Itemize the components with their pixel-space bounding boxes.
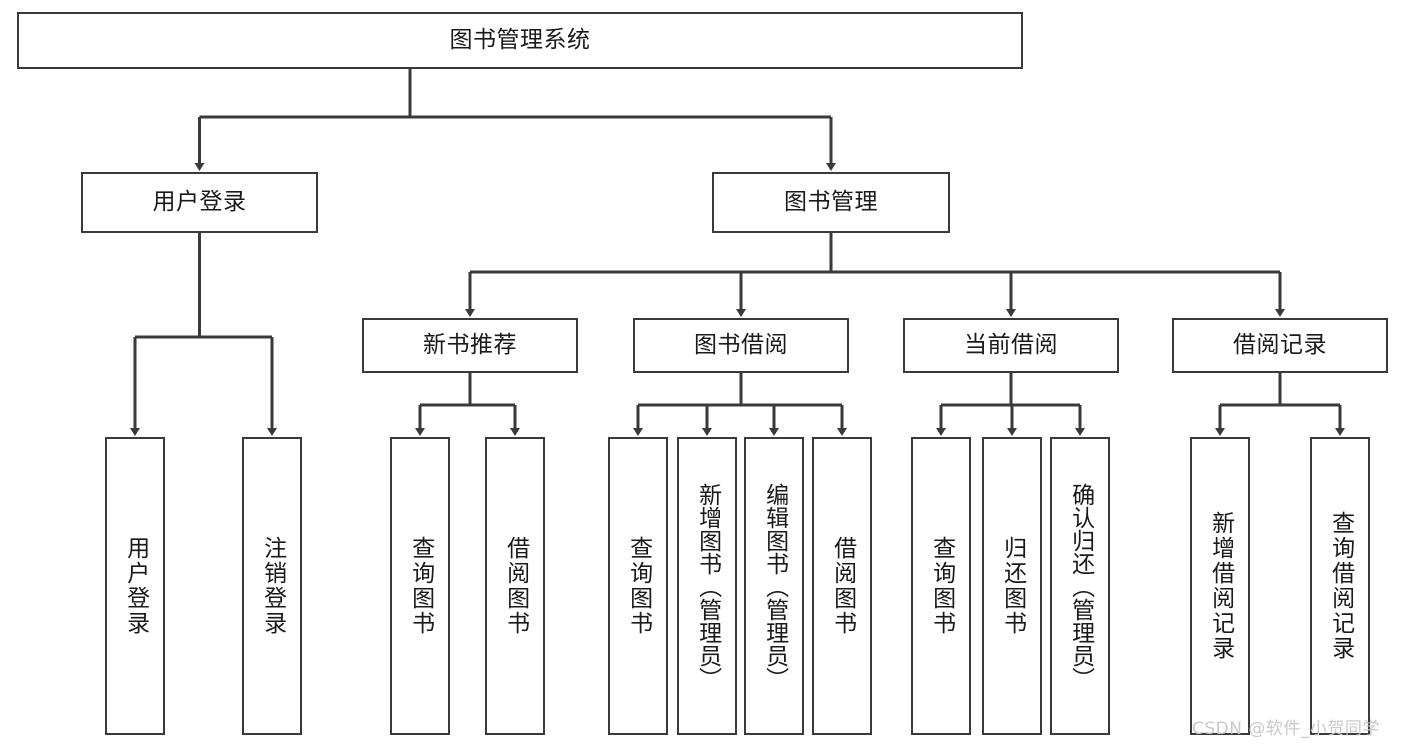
node-label: 当前借阅 <box>964 332 1058 359</box>
node-label: 借阅记录 <box>1233 332 1327 359</box>
node-label: 借阅图书 <box>829 536 856 636</box>
node-l2-current-borrow[interactable]: 当前借阅 <box>903 318 1119 373</box>
node-label: 归还图书 <box>999 536 1026 636</box>
node-l3-user-login[interactable]: 用户登录 <box>105 437 165 735</box>
node-l3-query-book-b[interactable]: 查询图书 <box>608 437 668 735</box>
node-l3-borrow-book-b[interactable]: 借阅图书 <box>812 437 872 735</box>
node-label: 借阅图书 <box>502 536 529 636</box>
node-label: 用户登录 <box>122 536 149 636</box>
node-label: 图书借阅 <box>694 332 788 359</box>
node-label: 查询借阅记录 <box>1327 511 1354 661</box>
node-l3-add-record[interactable]: 新增借阅记录 <box>1190 437 1250 735</box>
node-l2-book-borrow[interactable]: 图书借阅 <box>633 318 849 373</box>
node-label: 新增图书（管理员） <box>694 482 721 690</box>
node-l3-query-book-c[interactable]: 查询图书 <box>911 437 971 735</box>
node-label: 用户登录 <box>152 189 247 216</box>
node-l3-confirm-return[interactable]: 确认归还（管理员） <box>1050 437 1110 735</box>
node-label: 注销登录 <box>259 536 286 636</box>
node-label: 图书管理系统 <box>449 27 591 54</box>
node-label: 确认归还（管理员） <box>1067 482 1094 690</box>
node-l1-user-login[interactable]: 用户登录 <box>81 172 318 233</box>
node-label: 编辑图书（管理员） <box>761 482 788 690</box>
node-label: 查询图书 <box>625 536 652 636</box>
node-l2-borrow-record[interactable]: 借阅记录 <box>1172 318 1388 373</box>
node-label: 查询图书 <box>407 536 434 636</box>
node-label: 图书管理 <box>784 189 878 216</box>
node-l3-query-record[interactable]: 查询借阅记录 <box>1310 437 1370 735</box>
node-root[interactable]: 图书管理系统 <box>17 12 1023 69</box>
node-label: 新书推荐 <box>423 332 517 359</box>
node-label: 新增借阅记录 <box>1207 511 1234 661</box>
node-label: 查询图书 <box>928 536 955 636</box>
node-l3-query-book-a[interactable]: 查询图书 <box>390 437 450 735</box>
watermark: CSDN @软件_小贺同学 <box>1192 719 1380 739</box>
node-l3-edit-book[interactable]: 编辑图书（管理员） <box>744 437 804 735</box>
node-l1-book-manage[interactable]: 图书管理 <box>712 172 950 233</box>
node-l3-return-book[interactable]: 归还图书 <box>982 437 1042 735</box>
node-l3-add-book[interactable]: 新增图书（管理员） <box>677 437 737 735</box>
node-l3-logout[interactable]: 注销登录 <box>242 437 302 735</box>
node-l3-borrow-book-a[interactable]: 借阅图书 <box>485 437 545 735</box>
node-l2-new-book-rec[interactable]: 新书推荐 <box>362 318 578 373</box>
